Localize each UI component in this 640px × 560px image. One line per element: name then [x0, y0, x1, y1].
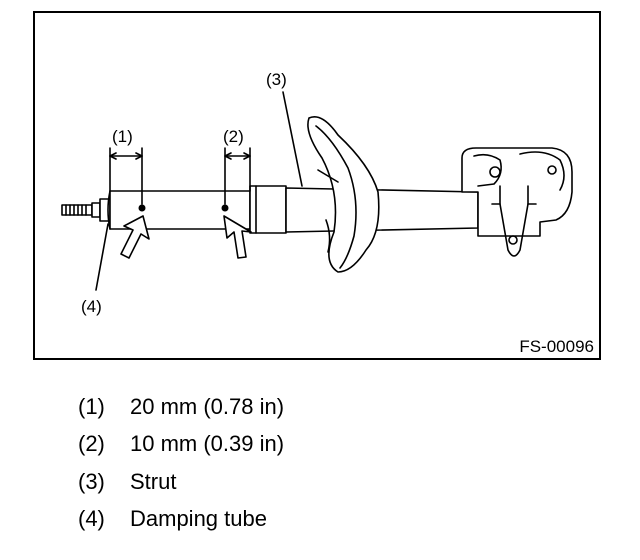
- legend-item: (1) 20 mm (0.78 in): [78, 388, 598, 426]
- knuckle-bracket: [461, 147, 573, 257]
- measure-point-1: [138, 204, 146, 212]
- strut-diagram: (1) (2) (3) (4) FS-00096: [33, 11, 601, 360]
- arrow-1: [120, 215, 150, 259]
- legend-text: 20 mm (0.78 in): [130, 393, 285, 419]
- callout-4: (4): [81, 297, 102, 316]
- leader-4: [95, 223, 109, 291]
- legend-number: (4): [78, 506, 105, 532]
- callout-1: (1): [112, 127, 133, 146]
- legend-number: (1): [78, 393, 105, 419]
- callout-3: (3): [266, 70, 287, 89]
- legend-text: Damping tube: [130, 506, 267, 532]
- callout-2: (2): [223, 127, 244, 146]
- arrow-2: [223, 215, 252, 259]
- dimension-1: [109, 147, 143, 205]
- measure-point-2: [221, 204, 229, 212]
- leader-3: [282, 91, 303, 187]
- legend-item: (4) Damping tube: [78, 501, 598, 539]
- legend: (1) 20 mm (0.78 in) (2) 10 mm (0.39 in) …: [78, 388, 598, 538]
- collar-ring: [249, 185, 287, 234]
- strut-body: [285, 187, 479, 233]
- legend-item: (3) Strut: [78, 463, 598, 501]
- legend-item: (2) 10 mm (0.39 in): [78, 426, 598, 464]
- rod-thread: [61, 198, 111, 222]
- dimension-2: [224, 147, 251, 205]
- legend-number: (2): [78, 431, 105, 457]
- legend-text: 10 mm (0.39 in): [130, 431, 285, 457]
- spring-seat: [307, 116, 380, 273]
- figure-id: FS-00096: [519, 337, 594, 356]
- legend-text: Strut: [130, 468, 177, 494]
- legend-number: (3): [78, 468, 105, 494]
- figure-frame: [33, 11, 601, 360]
